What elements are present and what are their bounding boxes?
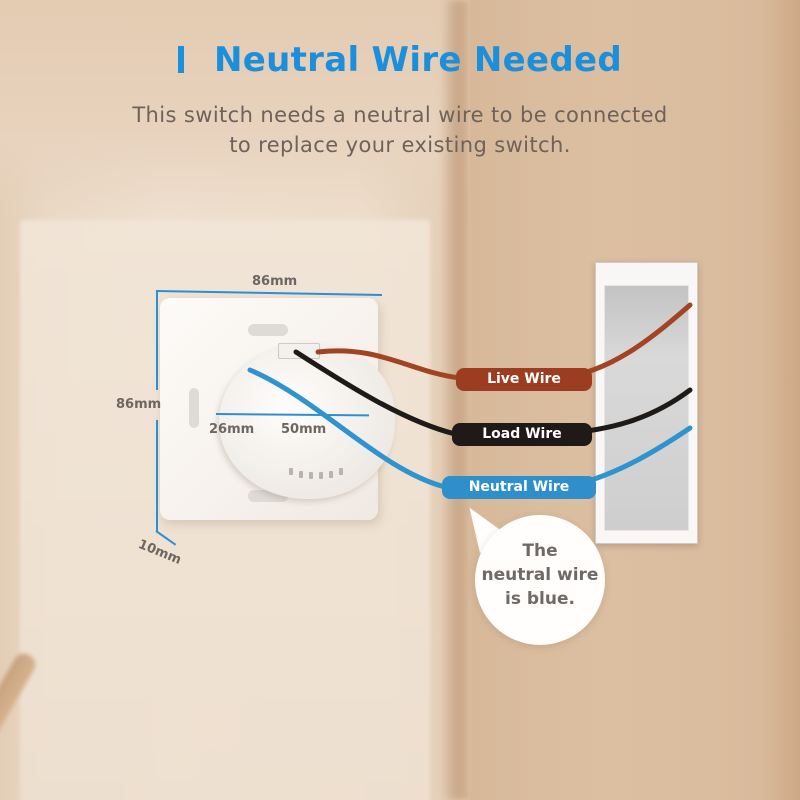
dimension-label-width: 86mm bbox=[252, 274, 298, 289]
subtitle-line-1: This switch needs a neutral wire to be c… bbox=[132, 103, 668, 127]
neutral-wire-label: Neutral Wire bbox=[442, 476, 596, 499]
mount-slot-top bbox=[248, 324, 288, 336]
title-accent-bar bbox=[177, 46, 184, 73]
vent-slot bbox=[289, 468, 293, 475]
callout-line-1: The bbox=[522, 541, 558, 561]
vent-slot bbox=[299, 471, 303, 478]
vent-slot bbox=[339, 468, 343, 475]
title-text: Neutral Wire Needed bbox=[213, 40, 622, 80]
speech-bubble bbox=[475, 515, 605, 645]
dimension-label-height: 86mm bbox=[116, 397, 162, 412]
load-wire-label: Load Wire bbox=[452, 423, 592, 446]
dimension-line-height-bottom bbox=[156, 420, 158, 532]
subtitle-line-2: to replace your existing switch. bbox=[229, 133, 571, 157]
background-door-edge bbox=[440, 0, 470, 800]
callout-line-3: is blue. bbox=[505, 589, 575, 609]
vent-slot bbox=[329, 471, 333, 478]
dimension-line-height-top bbox=[156, 290, 158, 390]
speech-bubble-text: The neutral wire is blue. bbox=[475, 539, 605, 611]
vent-slot bbox=[319, 472, 323, 479]
wall-box-cavity bbox=[604, 285, 689, 531]
page-title: Neutral Wire Needed bbox=[0, 40, 800, 80]
vent-slot bbox=[309, 472, 313, 479]
callout-line-2: neutral wire bbox=[481, 565, 599, 585]
dimension-label-module-depth: 26mm bbox=[209, 422, 255, 437]
mount-slot-left bbox=[189, 388, 199, 428]
wall-junction-box bbox=[595, 262, 698, 544]
dimension-label-module-diameter: 50mm bbox=[281, 422, 327, 437]
subtitle: This switch needs a neutral wire to be c… bbox=[0, 100, 800, 160]
background-wall-shade bbox=[760, 0, 800, 800]
live-wire-label: Live Wire bbox=[456, 368, 592, 391]
